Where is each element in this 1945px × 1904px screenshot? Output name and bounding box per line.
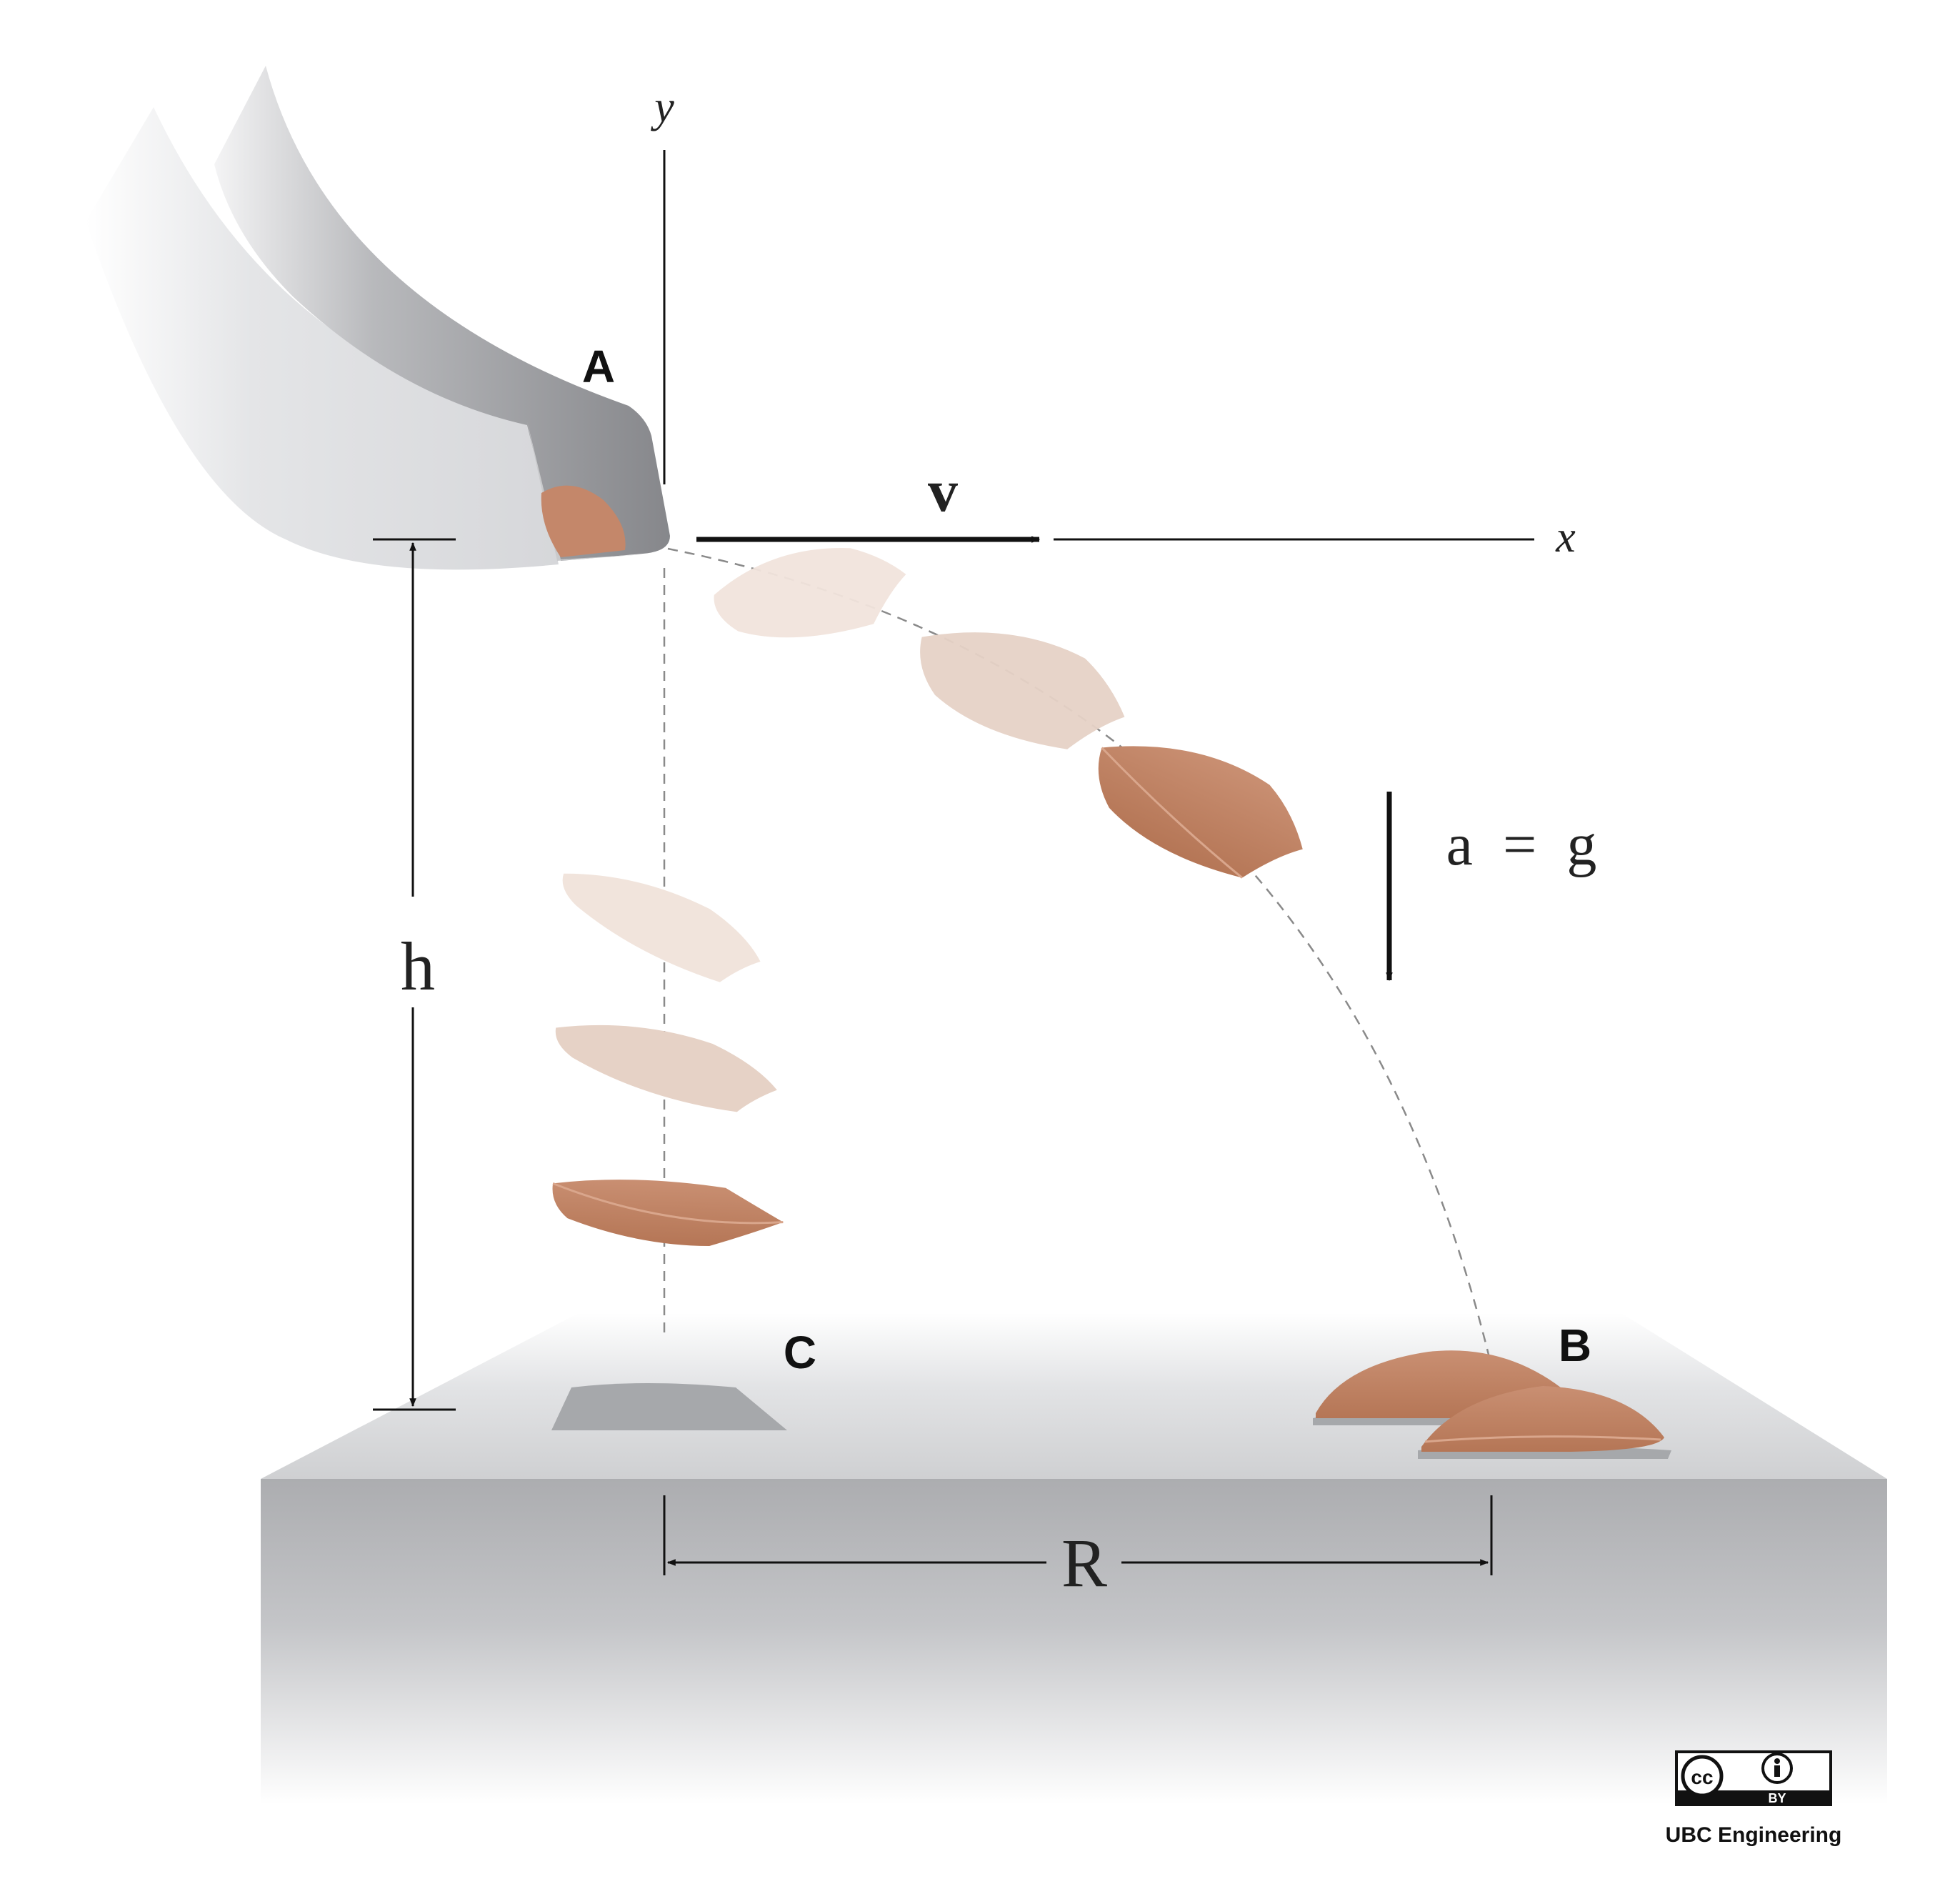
credit-text: UBC Engineering (1666, 1823, 1842, 1847)
ground-front-face (261, 1479, 1887, 1804)
trajectory-seeds (714, 548, 1303, 879)
label-y-axis: y (650, 83, 674, 131)
seed-trajectory-2 (920, 632, 1125, 749)
range-dimension (663, 1495, 1493, 1575)
label-point-b: B (1559, 1320, 1591, 1371)
label-point-a: A (582, 341, 615, 392)
landed-seed-2 (1421, 1386, 1664, 1452)
vertical-seeds (552, 873, 784, 1247)
shadow-at-c (551, 1383, 787, 1430)
by-badge-text: BY (1768, 1791, 1786, 1805)
license-badge: cc BY (1675, 1750, 1832, 1806)
chute-outer-wall (86, 107, 559, 570)
label-point-c: C (784, 1327, 816, 1378)
chute-inner-wall (214, 66, 670, 561)
landed-seeds (1313, 1350, 1671, 1459)
cc-badge-text: cc (1691, 1766, 1713, 1788)
seed-vertical-2 (555, 1025, 777, 1112)
label-velocity: v (928, 458, 958, 524)
label-height: h (401, 928, 435, 1005)
label-range: R (1061, 1525, 1107, 1601)
seed-vertical-3 (552, 1180, 784, 1247)
cc-icon (1681, 1755, 1724, 1798)
seed-trajectory-3 (1098, 746, 1303, 879)
seed-in-chute (541, 485, 626, 557)
label-x-axis: x (1555, 513, 1576, 562)
chute (86, 66, 670, 570)
seed-vertical-1 (562, 873, 761, 982)
height-dimension (373, 538, 456, 1411)
seed-trajectory-1 (714, 548, 906, 638)
label-acceleration: a = g (1446, 812, 1597, 878)
